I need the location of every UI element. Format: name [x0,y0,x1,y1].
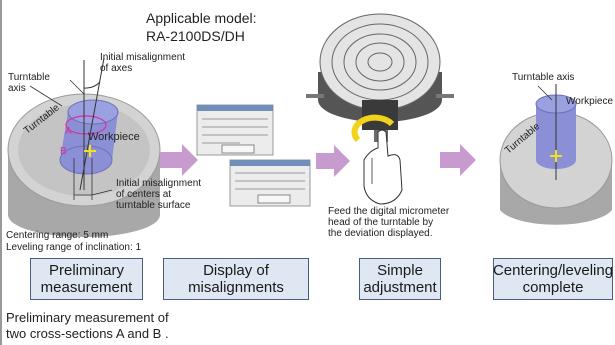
section-b-label: B [60,146,67,157]
axis-misalignment-label: Initial misalignment of axes [100,52,186,74]
step-label: Preliminary measurement [40,262,133,296]
left-center-mark [84,145,96,157]
step-display-misalignments: Display of misalignments [163,258,309,300]
display-screen-2 [229,159,311,207]
caption-line-2: two cross-sections A and B . [6,326,169,341]
feed-instruction: Feed the digital micrometer head of the … [328,206,450,239]
turntable-axis-label-right: Turntable axis [512,72,575,83]
workpiece-axis-line [79,57,105,191]
centering-range: Centering range: 5 mm [6,230,109,241]
rotary-table [306,13,454,142]
rotate-arrow [351,114,395,143]
left-workpiece [59,99,119,175]
turntable-axis-label: Turntable axis [8,72,50,94]
step-label: Display of misalignments [188,262,284,296]
center-misalignment-label: Initial misalignment of centers at turnt… [116,178,202,211]
right-center-mark [550,150,562,162]
model-number: RA-2100DS/DH [146,28,245,44]
display-screen-1 [196,104,274,156]
caption-line-1: Preliminary measurement of [6,310,169,325]
hand-illustration [363,129,403,205]
workpiece-label-right: Workpiece [566,96,614,107]
flow-arrows [160,144,476,177]
step-label: Centering/leveling complete [492,262,614,296]
step-label: Simple adjustment [363,262,437,296]
step-preliminary-measurement: Preliminary measurement [30,258,143,300]
step-centering-complete: Centering/leveling complete [493,258,613,300]
section-a-label: A [65,126,72,137]
leveling-range: Leveling range of inclination: 1 [6,242,142,253]
applicable-model-label: Applicable model: [146,10,257,26]
workpiece-label-left: Workpiece [88,131,140,143]
step-simple-adjustment: Simple adjustment [359,258,441,300]
